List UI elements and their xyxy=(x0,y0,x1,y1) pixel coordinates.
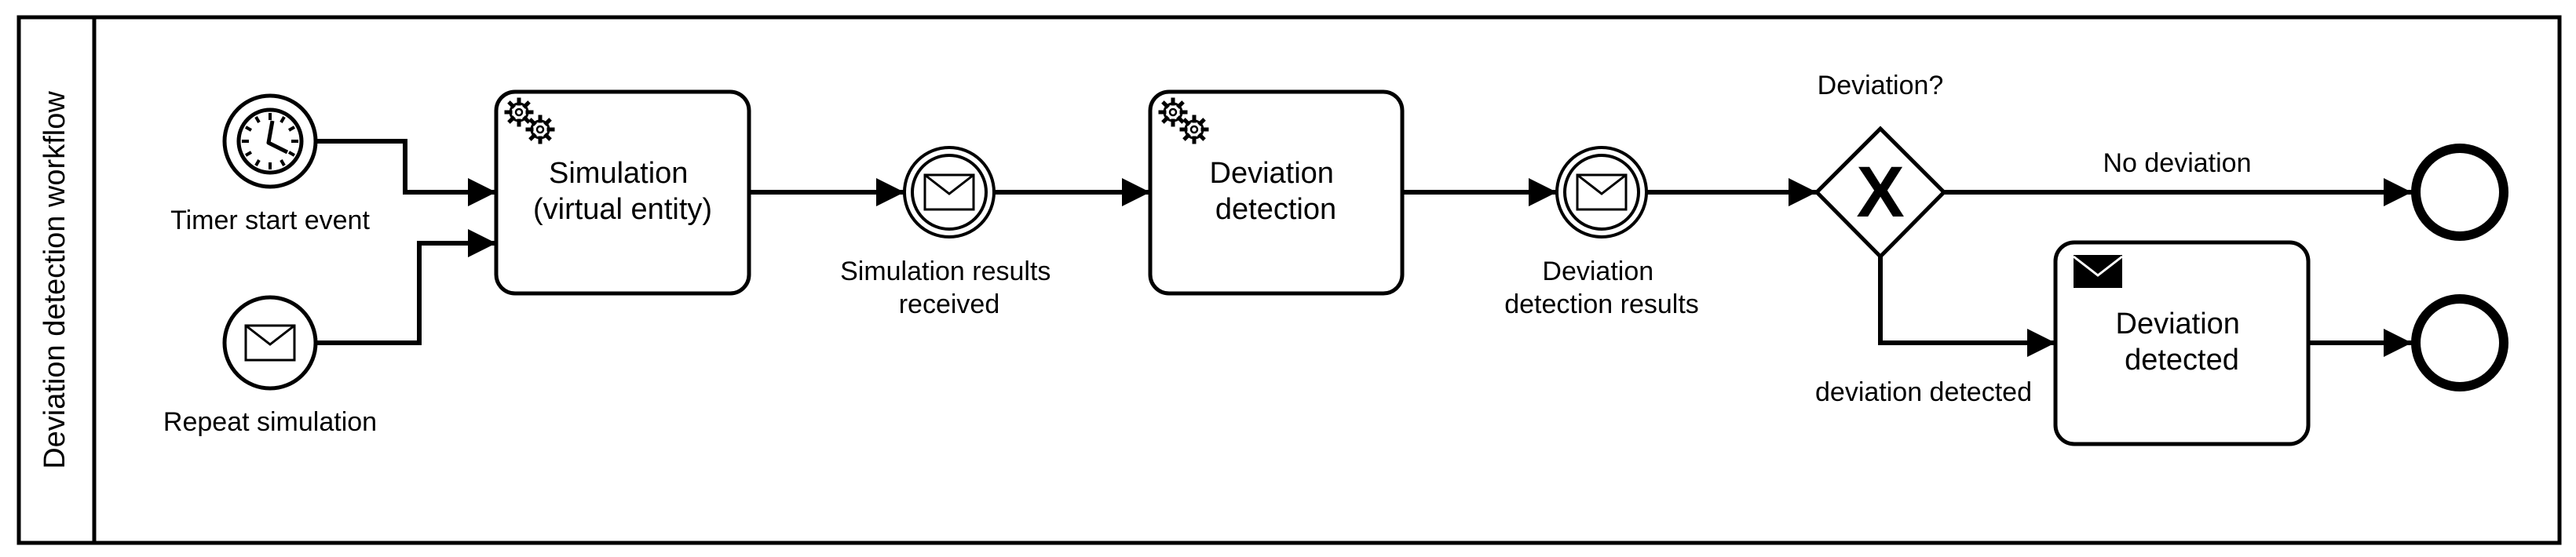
svg-text:Deviation detected: Deviation detected xyxy=(2116,308,2249,377)
deviation-detection-results-label-line2: detection results xyxy=(1504,289,1699,319)
flow-timer-to-simulation[interactable] xyxy=(316,139,496,206)
gateway-marker: X xyxy=(1856,152,1904,232)
envelope-icon xyxy=(1576,173,1628,211)
deviation-detected-task-label-line2: detected xyxy=(2125,344,2239,377)
timer-start-event[interactable] xyxy=(222,93,318,189)
simulation-task-label-line2: (virtual entity) xyxy=(533,193,712,226)
timer-start-event-label: Timer start event xyxy=(170,206,370,235)
svg-text:Simulation results receive: Simulation results received xyxy=(840,257,1058,319)
sequence-flows xyxy=(316,139,2412,357)
end-event-deviation-detected[interactable] xyxy=(2411,294,2508,391)
deviation-detection-results-event[interactable] xyxy=(1555,146,1648,238)
simulation-task-label-line1: Simulation xyxy=(549,157,688,190)
envelope-icon xyxy=(923,173,975,211)
flow-repeat-to-simulation[interactable] xyxy=(316,229,496,345)
simulation-results-received-label-line2: received xyxy=(899,289,1000,319)
deviation-detection-results-label-line1: Deviation xyxy=(1542,257,1653,286)
deviation-detected-task-label-line1: Deviation xyxy=(2116,308,2240,340)
deviation-detected-task[interactable]: Deviation detected xyxy=(2053,240,2311,446)
envelope-filled-icon xyxy=(2073,255,2123,288)
simulation-task[interactable]: Simulation (virtual entity) xyxy=(494,89,751,296)
simulation-results-received-label-line1: Simulation results xyxy=(840,257,1050,286)
repeat-simulation-event[interactable] xyxy=(222,295,318,391)
svg-text:Deviation detection: Deviation detection xyxy=(1210,157,1343,226)
flow-deviation-detected[interactable] xyxy=(1878,257,2055,357)
exclusive-gateway[interactable]: X xyxy=(1814,126,1947,260)
deviation-detection-task-label-line2: detection xyxy=(1215,193,1336,226)
svg-text:Deviation detection result: Deviation detection results xyxy=(1504,257,1699,319)
clock-icon xyxy=(236,107,304,175)
end-event-no-deviation[interactable] xyxy=(2411,144,2508,241)
no-deviation-label: No deviation xyxy=(2103,148,2251,178)
gateway-label: Deviation? xyxy=(1818,71,1944,100)
pool-label: Deviation detection workflow xyxy=(38,91,71,469)
envelope-icon xyxy=(244,324,296,362)
repeat-simulation-label: Repeat simulation xyxy=(163,407,377,437)
svg-text:Simulation (virtual enti: Simulation (virtual entity) xyxy=(533,157,712,226)
deviation-detection-task-label-line1: Deviation xyxy=(1210,157,1334,190)
simulation-results-received-event[interactable] xyxy=(903,146,996,238)
deviation-detection-task[interactable]: Deviation detection xyxy=(1148,89,1405,296)
deviation-detected-flow-label: deviation detected xyxy=(1815,377,2032,407)
